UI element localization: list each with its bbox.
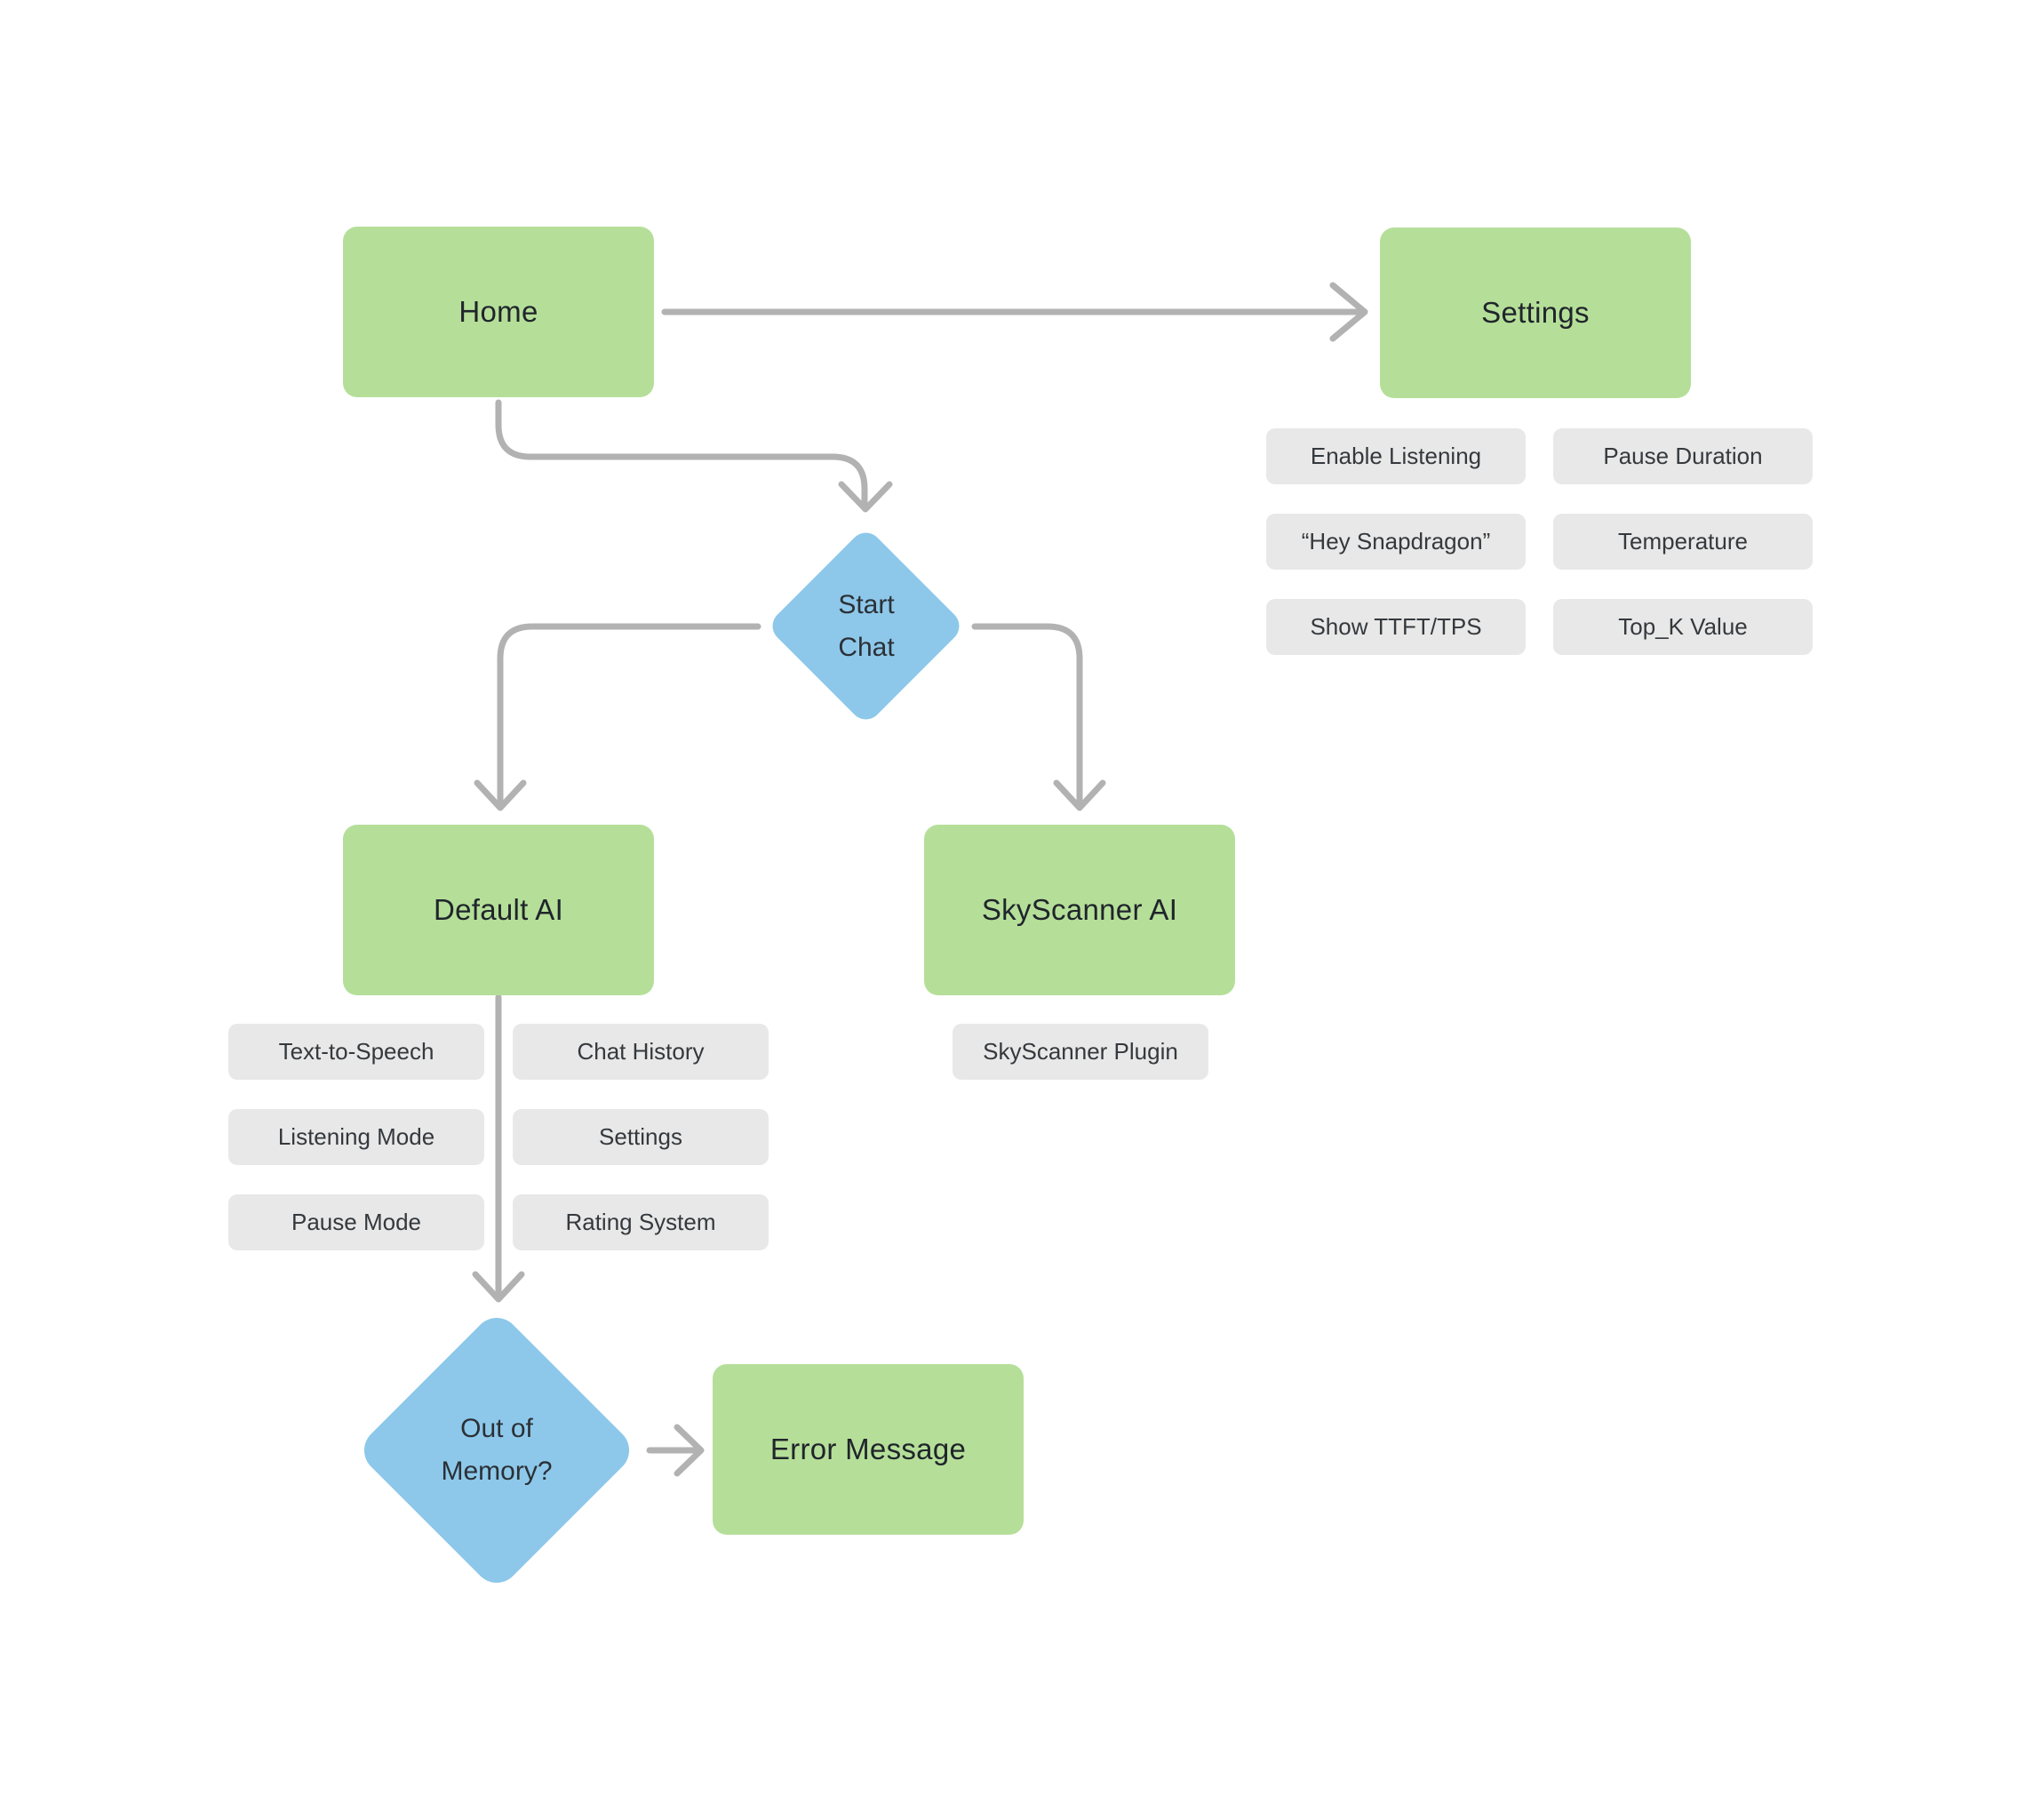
node-skyscanner-ai-label: SkyScanner AI bbox=[981, 893, 1178, 926]
chip-enable-listening[interactable]: Enable Listening bbox=[1266, 428, 1526, 484]
node-default-ai[interactable]: Default AI bbox=[343, 825, 654, 995]
edge-startchat-skyscanner bbox=[971, 623, 1106, 811]
chip-label: SkyScanner Plugin bbox=[983, 1038, 1178, 1065]
node-error-message-label: Error Message bbox=[769, 1433, 967, 1465]
chip-label: Pause Duration bbox=[1603, 443, 1763, 469]
chip-label: Temperature bbox=[1618, 528, 1748, 555]
node-error-message[interactable]: Error Message bbox=[713, 1364, 1024, 1535]
node-skyscanner-ai[interactable]: SkyScanner AI bbox=[924, 825, 1235, 995]
edge-home-settings bbox=[661, 282, 1368, 342]
node-home-label: Home bbox=[458, 295, 538, 328]
node-default-ai-label: Default AI bbox=[433, 893, 564, 926]
node-start-chat-label: Start Chat bbox=[838, 590, 895, 662]
chip-rating-system[interactable]: Rating System bbox=[513, 1194, 769, 1250]
chip-pause-mode[interactable]: Pause Mode bbox=[228, 1194, 484, 1250]
node-home[interactable]: Home bbox=[343, 227, 654, 397]
chip-label: Text-to-Speech bbox=[278, 1038, 435, 1065]
chip-label: Pause Mode bbox=[291, 1209, 421, 1235]
chip-temperature[interactable]: Temperature bbox=[1553, 514, 1813, 570]
chip-hey-snapdragon[interactable]: “Hey Snapdragon” bbox=[1266, 514, 1526, 570]
chip-label: Listening Mode bbox=[277, 1123, 435, 1150]
chip-label: “Hey Snapdragon” bbox=[1301, 528, 1491, 555]
chip-label: Rating System bbox=[565, 1209, 716, 1235]
node-settings-label: Settings bbox=[1481, 296, 1590, 329]
edge-oom-error bbox=[646, 1424, 705, 1477]
edge-home-startchat bbox=[495, 399, 893, 513]
chip-label: Enable Listening bbox=[1310, 443, 1482, 469]
chip-label: Top_K Value bbox=[1618, 613, 1748, 640]
chip-settings-feature[interactable]: Settings bbox=[513, 1109, 769, 1165]
chip-label: Settings bbox=[599, 1123, 682, 1150]
node-out-of-memory-label: Out of Memory? bbox=[441, 1414, 553, 1486]
node-settings[interactable]: Settings bbox=[1380, 228, 1691, 398]
node-out-of-memory[interactable]: Out of Memory? bbox=[355, 1308, 639, 1592]
chip-label: Chat History bbox=[577, 1038, 705, 1065]
chip-show-ttft-tps[interactable]: Show TTFT/TPS bbox=[1266, 599, 1526, 655]
edge-defaultai-oom bbox=[472, 994, 525, 1303]
edge-startchat-defaultai bbox=[474, 623, 761, 811]
chip-skyscanner-plugin[interactable]: SkyScanner Plugin bbox=[953, 1024, 1208, 1080]
chip-listening-mode[interactable]: Listening Mode bbox=[228, 1109, 484, 1165]
chip-text-to-speech[interactable]: Text-to-Speech bbox=[228, 1024, 484, 1080]
chip-label: Show TTFT/TPS bbox=[1310, 613, 1482, 640]
chip-chat-history[interactable]: Chat History bbox=[513, 1024, 769, 1080]
chip-top-k-value[interactable]: Top_K Value bbox=[1553, 599, 1813, 655]
chip-pause-duration[interactable]: Pause Duration bbox=[1553, 428, 1813, 484]
node-start-chat[interactable]: Start Chat bbox=[766, 526, 966, 726]
